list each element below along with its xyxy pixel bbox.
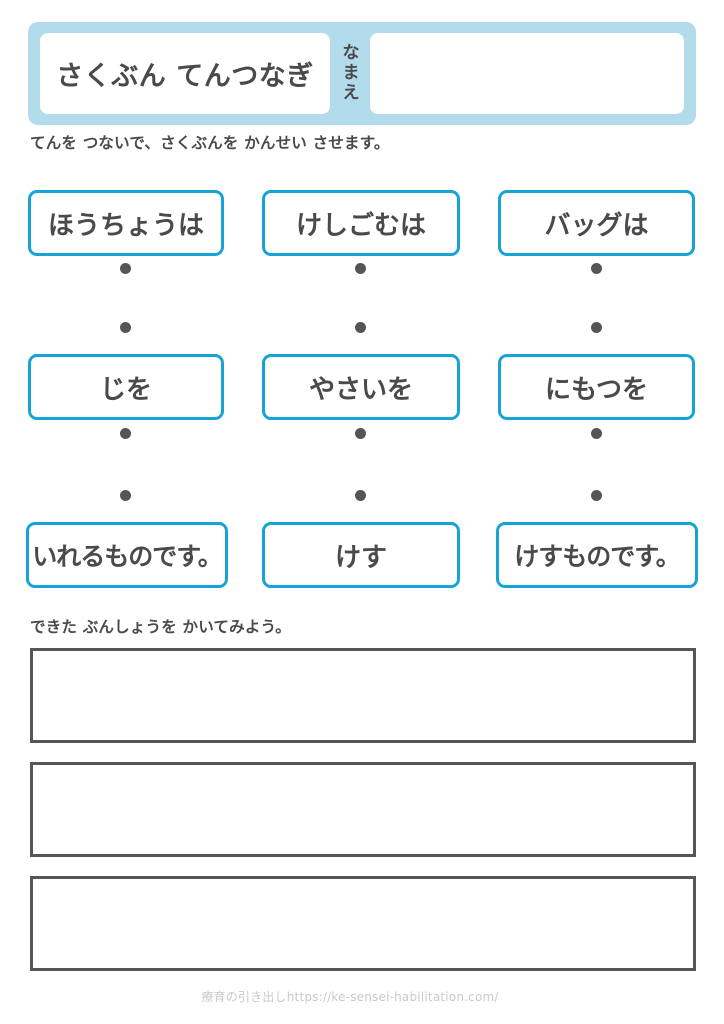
name-label-char-3: え bbox=[342, 83, 360, 104]
connect-dot-object-3-top[interactable] bbox=[591, 322, 602, 333]
word-box-object-1[interactable]: じを bbox=[28, 354, 224, 420]
word-box-subject-3[interactable]: バッグは bbox=[498, 190, 695, 256]
word-box-object-2[interactable]: やさいを bbox=[262, 354, 460, 420]
word-box-label: いれるものです。 bbox=[32, 542, 223, 571]
connect-dot-object-1-bottom[interactable] bbox=[120, 428, 131, 439]
word-box-predicate-2[interactable]: けす bbox=[262, 522, 460, 588]
word-box-label: ほうちょうは bbox=[47, 210, 204, 241]
title-box: さくぶん てんつなぎ bbox=[40, 33, 330, 114]
connect-dot-predicate-1-top[interactable] bbox=[120, 490, 131, 501]
instruction-text: てんを つないで、さくぶんを かんせい させます。 bbox=[30, 134, 390, 152]
connect-dot-predicate-2-top[interactable] bbox=[355, 490, 366, 501]
word-box-subject-2[interactable]: けしごむは bbox=[262, 190, 460, 256]
connect-dot-object-2-bottom[interactable] bbox=[355, 428, 366, 439]
connect-dot-subject-2-bottom[interactable] bbox=[355, 263, 366, 274]
connect-dot-subject-1-bottom[interactable] bbox=[120, 263, 131, 274]
header-band: さくぶん てんつなぎ な ま え bbox=[28, 22, 696, 125]
word-box-label: にもつを bbox=[545, 374, 648, 405]
word-box-predicate-1[interactable]: いれるものです。 bbox=[26, 522, 228, 588]
page-title: さくぶん てんつなぎ bbox=[56, 61, 314, 92]
name-label: な ま え bbox=[336, 33, 366, 114]
connect-dot-subject-3-bottom[interactable] bbox=[591, 263, 602, 274]
answer-line-3[interactable] bbox=[30, 876, 696, 971]
name-label-char-2: ま bbox=[342, 62, 360, 83]
footer-credit: 療育の引き出しhttps://ke-sensei-habilitation.co… bbox=[201, 990, 499, 1004]
word-box-label: じを bbox=[99, 374, 152, 405]
word-box-label: バッグは bbox=[544, 210, 649, 241]
connect-dot-predicate-3-top[interactable] bbox=[591, 490, 602, 501]
word-box-label: けす bbox=[334, 542, 387, 573]
word-box-label: けしごむは bbox=[295, 210, 426, 241]
connect-dot-object-2-top[interactable] bbox=[355, 322, 366, 333]
answer-line-2[interactable] bbox=[30, 762, 696, 857]
answer-line-1[interactable] bbox=[30, 648, 696, 743]
write-prompt-text: できた ぶんしょうを かいてみよう。 bbox=[30, 618, 291, 636]
connect-dot-object-3-bottom[interactable] bbox=[591, 428, 602, 439]
name-input-field[interactable] bbox=[370, 33, 684, 114]
word-box-label: やさいを bbox=[308, 374, 413, 405]
word-box-object-3[interactable]: にもつを bbox=[498, 354, 695, 420]
word-box-subject-1[interactable]: ほうちょうは bbox=[28, 190, 224, 256]
word-box-label: けすものです。 bbox=[514, 542, 681, 571]
connect-dot-object-1-top[interactable] bbox=[120, 322, 131, 333]
word-box-predicate-3[interactable]: けすものです。 bbox=[496, 522, 698, 588]
name-label-char-1: な bbox=[342, 42, 360, 63]
